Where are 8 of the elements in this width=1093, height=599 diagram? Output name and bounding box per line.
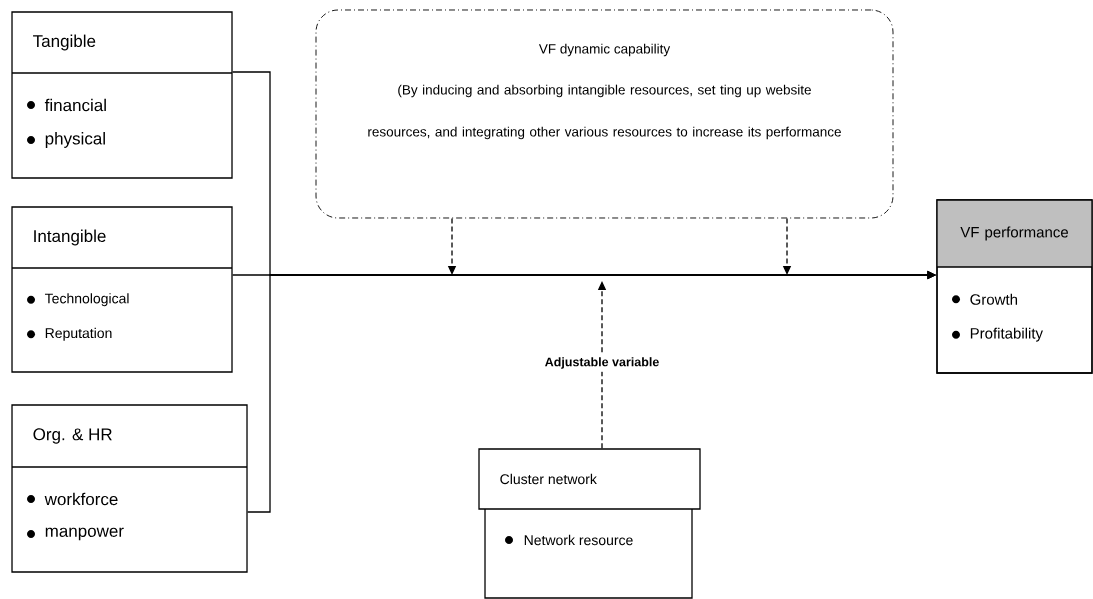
resource-box: Tangible financial physical — [11, 11, 233, 179]
capability-box: VF dynamic capability (By inducing and absorbing intangible resources, set ting up website resources, and integrating other various resources to increase its performance — [315, 9, 894, 219]
edge-label: Adjustable variable — [541, 354, 663, 372]
cluster-box: Cluster network Network resource — [478, 448, 701, 599]
resource-box: Org. & HR workforce manpower — [11, 404, 248, 573]
resource-box: Intangible Technological Reputation — [11, 206, 233, 373]
performance-box: VF performance Growth Profitability — [936, 199, 1093, 374]
node-label: Network resource — [524, 534, 633, 546]
